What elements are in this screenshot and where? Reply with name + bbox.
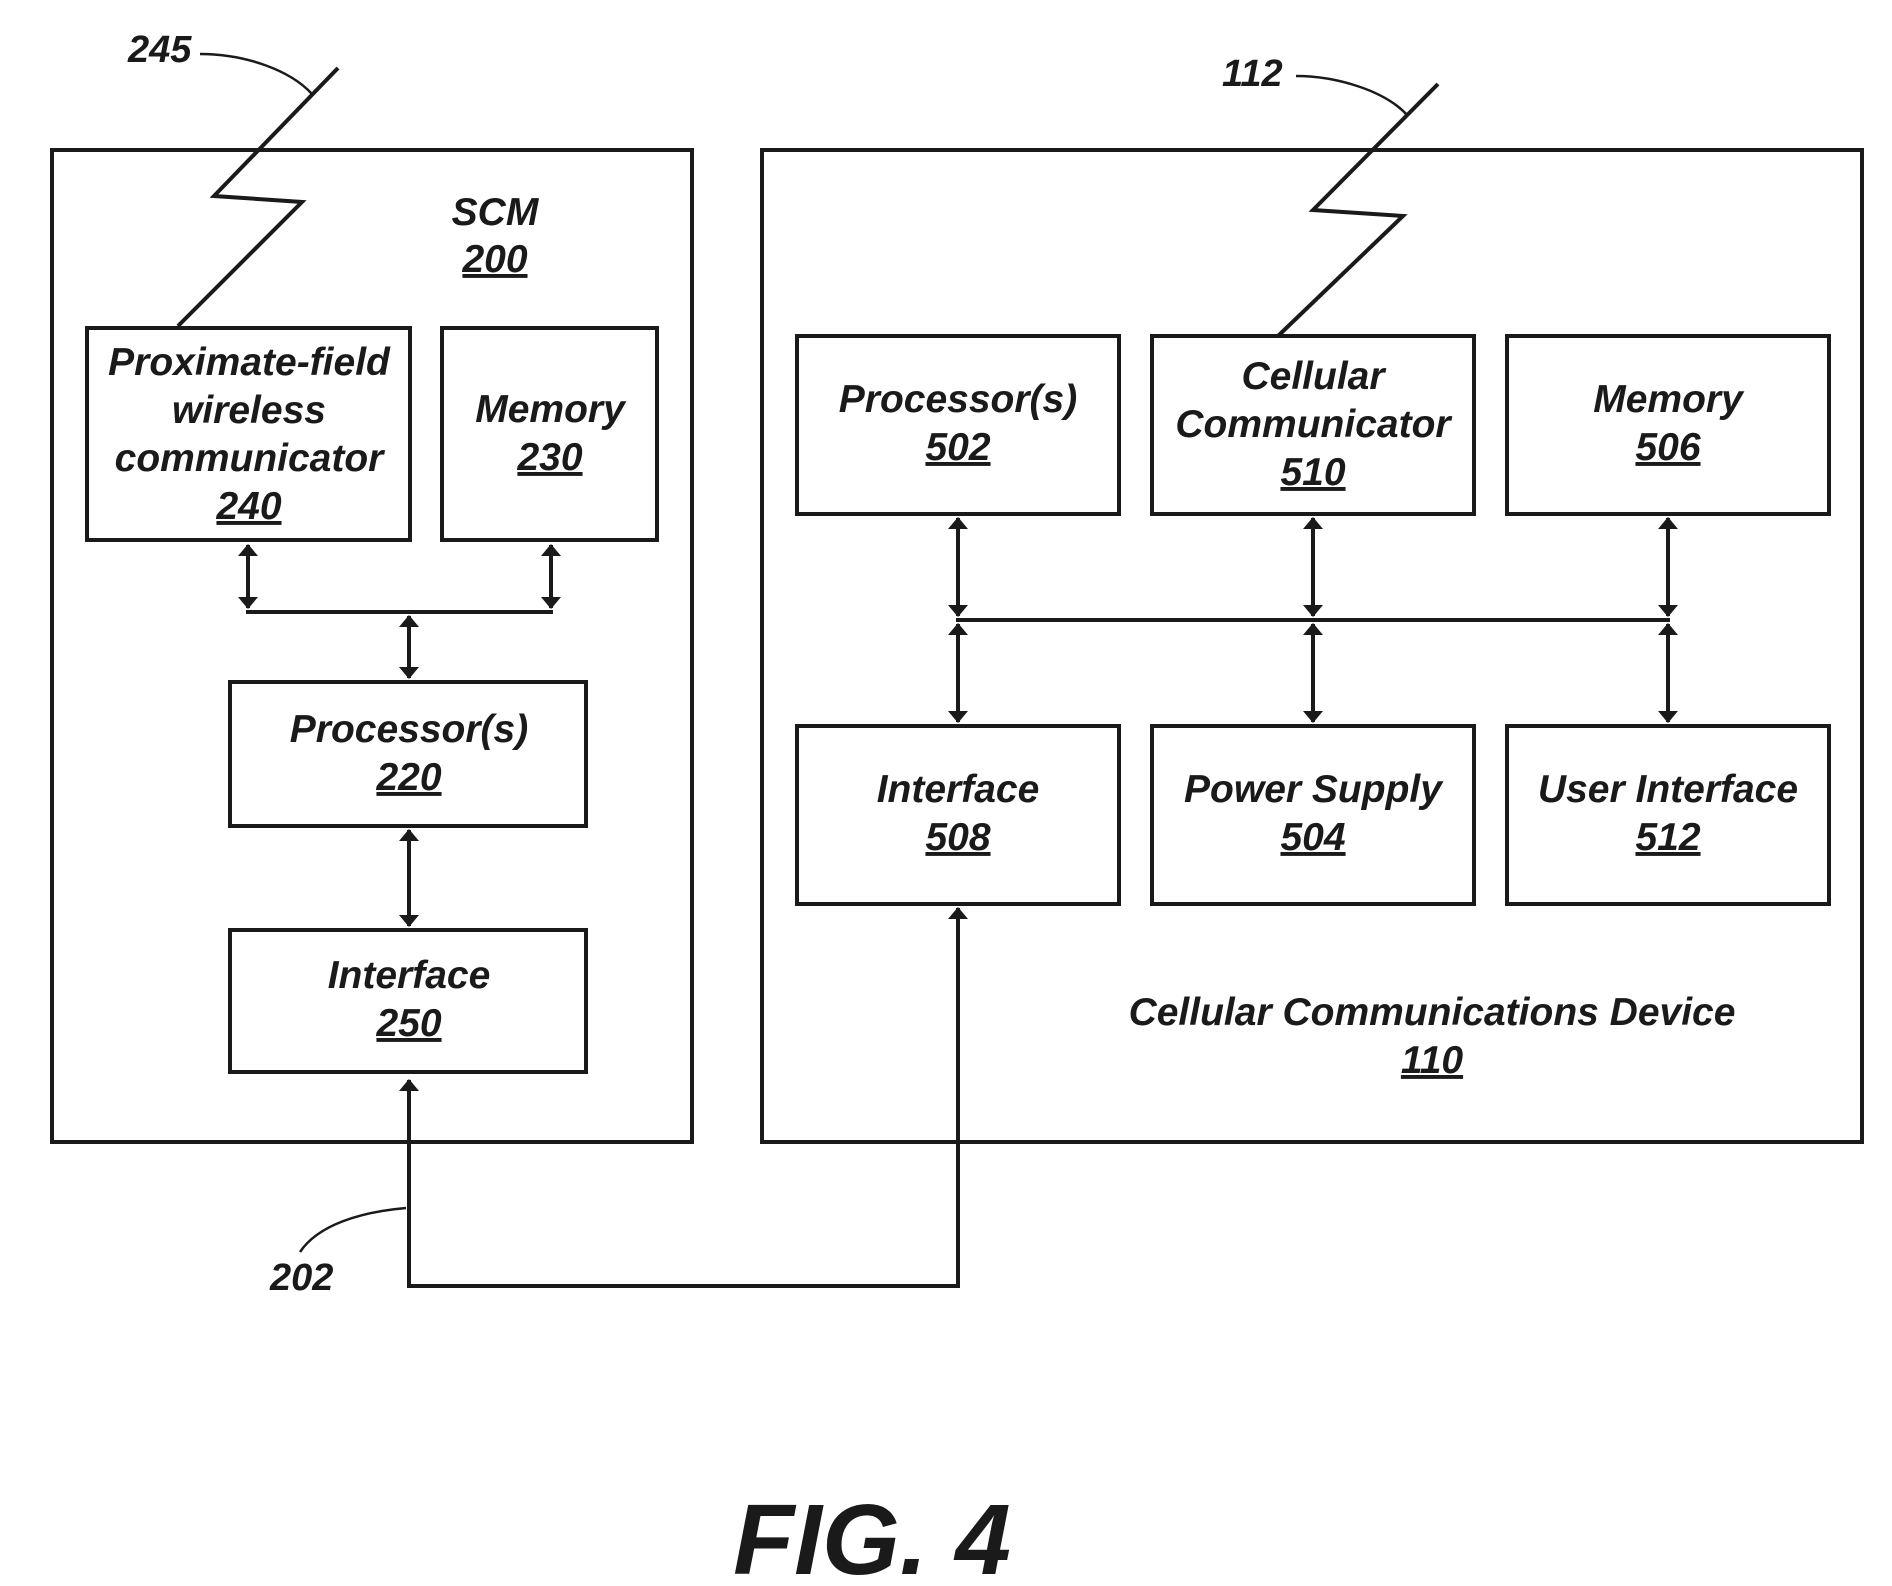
proximate-field-communicator-box (85, 326, 412, 542)
scm-antenna-leader (199, 52, 313, 95)
connection-202 (399, 907, 968, 1288)
scm-processor-number: 220 (375, 756, 441, 799)
connection-202-leader (298, 1206, 407, 1253)
device-title: Cellular Communications Device (1129, 991, 1736, 1034)
scm-memory-box (440, 326, 659, 542)
scm-interface-label: Interface (328, 954, 491, 997)
user-interface-number: 512 (1635, 816, 1700, 859)
scm-number: 200 (461, 238, 527, 281)
device-memory-box (1505, 334, 1831, 516)
scm-processor-box (228, 680, 588, 828)
device-processor-number: 502 (925, 426, 990, 469)
device-interface-box (795, 724, 1121, 906)
device-processor-box (795, 334, 1121, 516)
proximate-field-label-line2: wireless (172, 389, 326, 432)
scm-processor-label: Processor(s) (290, 708, 528, 751)
scm-interface-box (228, 928, 588, 1074)
device-antenna-ref: 112 (1222, 53, 1283, 95)
device-antenna-leader (1295, 74, 1409, 117)
device-memory-number: 506 (1635, 426, 1700, 469)
power-supply-number: 504 (1280, 816, 1345, 859)
proximate-field-label-line3: communicator (115, 437, 386, 480)
scm-memory-number: 230 (516, 436, 582, 479)
power-supply-label: Power Supply (1184, 768, 1444, 811)
scm-memory-label: Memory (475, 388, 627, 431)
device-memory-label: Memory (1593, 378, 1745, 421)
cellular-communicator-line1: Cellular (1241, 355, 1386, 398)
device-processor-label: Processor(s) (839, 378, 1077, 421)
device-antenna (1276, 82, 1440, 338)
connection-ref: 202 (269, 1257, 333, 1299)
device-container (760, 148, 1864, 1144)
user-interface-box (1505, 724, 1831, 906)
device-interface-label: Interface (877, 768, 1040, 811)
figure-label: FIG. 4 (733, 1484, 1011, 1586)
cellular-communicator-box (1150, 334, 1476, 516)
user-interface-label: User Interface (1538, 768, 1798, 811)
power-supply-box (1150, 724, 1476, 906)
scm-antenna-ref: 245 (127, 29, 192, 71)
scm-container (50, 148, 694, 1144)
scm-antenna (176, 66, 340, 328)
device-number: 110 (1401, 1039, 1463, 1082)
scm-title: SCM (452, 191, 540, 234)
scm-interface-number: 250 (375, 1002, 441, 1045)
cellular-communicator-line2: Communicator (1175, 403, 1452, 446)
device-interface-number: 508 (925, 816, 990, 859)
cellular-communicator-number: 510 (1280, 451, 1345, 494)
proximate-field-number: 240 (215, 485, 281, 528)
proximate-field-label-line1: Proximate-field (108, 341, 391, 384)
